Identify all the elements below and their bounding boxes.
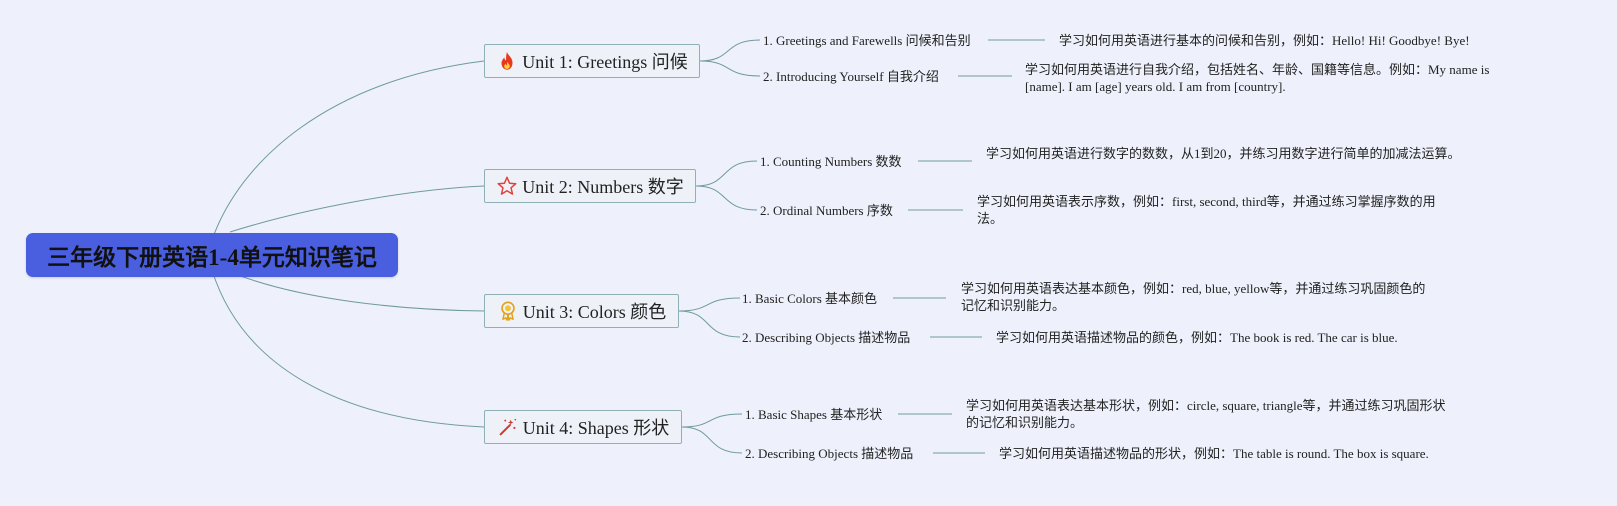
- unit-node-3[interactable]: Unit 3: Colors 颜色: [484, 294, 679, 328]
- topic-item[interactable]: 2. Describing Objects 描述物品: [745, 446, 914, 461]
- medal-icon: [497, 300, 519, 322]
- topic-item[interactable]: 1. Basic Colors 基本颜色: [742, 291, 878, 306]
- connector-line: [695, 185, 758, 211]
- topic-detail: 学习如何用英语表达基本颜色，例如：red, blue, yellow等，并通过练…: [961, 281, 1426, 313]
- topic-detail: 学习如何用英语描述物品的形状，例如：The table is round. Th…: [999, 446, 1429, 461]
- connector-line: [229, 185, 485, 233]
- unit-label: Unit 3: Colors 颜色: [522, 302, 667, 322]
- topic-item[interactable]: 2. Describing Objects 描述物品: [742, 330, 911, 345]
- connector-line: [681, 426, 743, 454]
- connector-line: [211, 269, 485, 428]
- connector-line: [699, 39, 761, 62]
- topic-item[interactable]: 1. Greetings and Farewells 问候和告别: [763, 33, 971, 48]
- root-node[interactable]: 三年级下册英语1-4单元知识笔记: [26, 233, 398, 277]
- topic-item[interactable]: 2. Ordinal Numbers 序数: [760, 203, 893, 218]
- topic-item[interactable]: 2. Introducing Yourself 自我介绍: [763, 69, 939, 84]
- topic-item[interactable]: 1. Basic Shapes 基本形状: [745, 407, 883, 422]
- connector-line: [678, 310, 741, 338]
- connector-line: [229, 271, 485, 312]
- topic-detail: 学习如何用英语进行基本的问候和告别，例如：Hello! Hi! Goodbye!…: [1059, 33, 1470, 48]
- fire-icon: [496, 50, 518, 72]
- topic-item[interactable]: 1. Counting Numbers 数数: [760, 154, 902, 169]
- topic-detail: 学习如何用英语进行自我介绍，包括姓名、年龄、国籍等信息。例如：My name i…: [1025, 62, 1490, 94]
- unit-node-1[interactable]: Unit 1: Greetings 问候: [484, 44, 700, 78]
- unit-node-4[interactable]: Unit 4: Shapes 形状: [484, 410, 682, 444]
- topic-detail: 学习如何用英语进行数字的数数，从1到20，并练习用数字进行简单的加减法运算。: [986, 146, 1461, 161]
- magic-wand-icon: [497, 416, 519, 438]
- root-title: 三年级下册英语1-4单元知识笔记: [47, 245, 377, 270]
- topic-detail: 学习如何用英语描述物品的颜色，例如：The book is red. The c…: [996, 330, 1398, 345]
- unit-label: Unit 2: Numbers 数字: [522, 177, 684, 197]
- connector-line: [211, 60, 485, 241]
- connector-line: [678, 297, 741, 312]
- topic-detail: 学习如何用英语表示序数，例如：first, second, third等，并通过…: [977, 194, 1436, 226]
- connector-line: [681, 413, 743, 428]
- unit-label: Unit 1: Greetings 问候: [522, 52, 688, 72]
- connector-line: [699, 60, 761, 77]
- star-icon: [496, 175, 518, 197]
- unit-label: Unit 4: Shapes 形状: [522, 418, 670, 438]
- connector-line: [695, 160, 758, 187]
- unit-node-2[interactable]: Unit 2: Numbers 数字: [484, 169, 696, 203]
- topic-detail: 学习如何用英语表达基本形状，例如：circle, square, triangl…: [966, 398, 1446, 430]
